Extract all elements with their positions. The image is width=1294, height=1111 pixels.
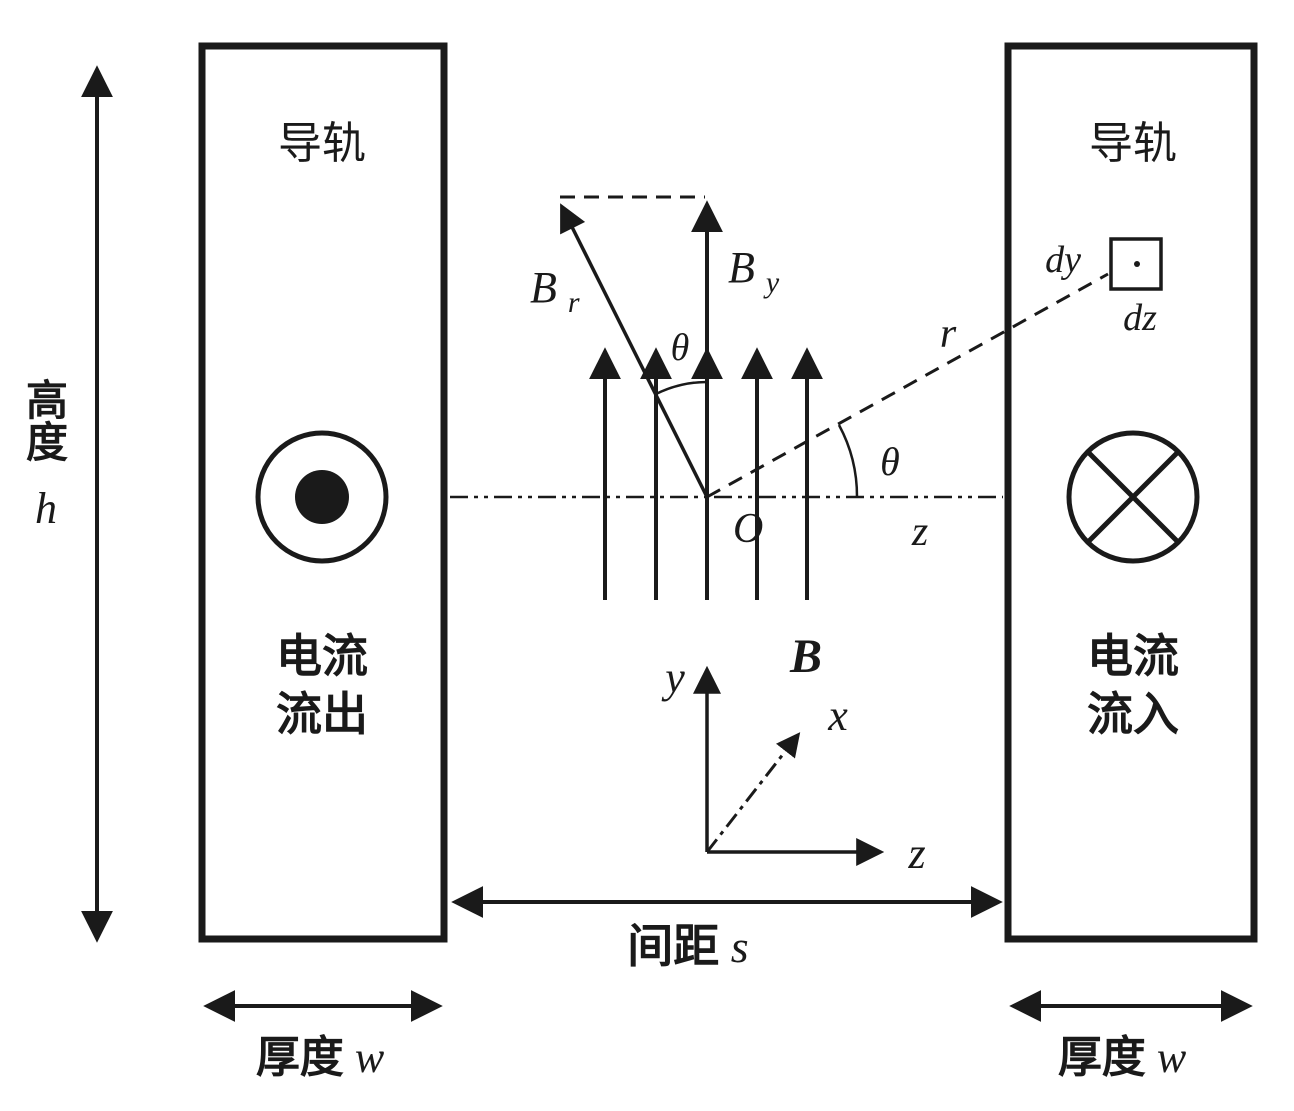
- current-in-cross-2: [1086, 450, 1180, 544]
- b-y-label-base: B: [728, 243, 755, 292]
- b-r-label: B r: [530, 263, 580, 319]
- current-out-dot: [295, 470, 349, 524]
- spacing-label: 间距 s: [627, 920, 748, 972]
- x-axis-label: x: [827, 691, 848, 740]
- coordinate-system: y x z: [661, 653, 925, 878]
- b-r-vector: [560, 203, 709, 498]
- current-element: dy dz: [1045, 237, 1163, 339]
- z-axis-label: z: [911, 509, 928, 555]
- thickness-dimension-left: 厚度 w: [203, 990, 443, 1082]
- thickness-label-right: 厚度 w: [1058, 1033, 1187, 1082]
- right-rail-label: 导轨: [1089, 119, 1177, 168]
- thickness-label-left: 厚度 w: [256, 1033, 385, 1082]
- current-in-icon: [1066, 430, 1200, 564]
- left-rail: 导轨 电流 流出: [198, 42, 448, 943]
- thickness-label-left-var: w: [355, 1033, 385, 1082]
- height-label-var: h: [35, 484, 57, 533]
- current-element-dot: [1134, 261, 1140, 267]
- theta-right-label: θ: [880, 439, 900, 484]
- theta-top-arc: [655, 380, 708, 396]
- spacing-label-cn: 间距: [627, 920, 719, 972]
- y-axis-label: y: [661, 653, 685, 702]
- current-out-icon: [255, 430, 389, 564]
- thickness-dimension-right: 厚度 w: [1009, 990, 1253, 1082]
- spacing-label-var: s: [731, 921, 749, 972]
- theta-right-arc: [837, 424, 859, 498]
- thickness-label-left-cn: 厚度: [256, 1033, 344, 1082]
- b-field-arrows: B: [589, 347, 823, 683]
- right-rail: 导轨 dy dz 电流 流入: [1004, 42, 1258, 943]
- thickness-label-right-cn: 厚度: [1058, 1033, 1146, 1082]
- current-out-circle: [255, 430, 389, 564]
- b-field-label: B: [789, 630, 822, 683]
- b-y-label: B y: [728, 243, 780, 299]
- theta-top-label: θ: [671, 327, 690, 369]
- dy-label: dy: [1045, 239, 1081, 281]
- thickness-label-right-var: w: [1157, 1033, 1187, 1082]
- height-label-cn: 高度: [21, 378, 68, 462]
- x-axis-arrow: [705, 732, 801, 853]
- vector-decomposition: θ B r B y: [530, 195, 780, 498]
- current-out-label-line1: 电流: [276, 630, 368, 682]
- current-in-label-line2: 流入: [1087, 688, 1179, 740]
- spacing-dimension: 间距 s: [451, 886, 1003, 972]
- left-rail-label: 导轨: [278, 119, 366, 168]
- b-r-label-sub: r: [568, 286, 580, 319]
- b-r-label-base: B: [530, 263, 557, 312]
- r-dashed-line: [706, 272, 1109, 499]
- dz-label: dz: [1123, 297, 1157, 339]
- z-axis-centerline: z O: [450, 495, 1003, 555]
- current-in-circle: [1066, 430, 1200, 564]
- z-axis-small-label: z: [907, 829, 925, 878]
- b-y-label-sub: y: [763, 266, 780, 299]
- r-line-group: r θ: [706, 272, 1109, 499]
- current-in-label-line1: 电流: [1087, 630, 1179, 682]
- height-dimension: 高度 h: [21, 65, 113, 943]
- r-label: r: [940, 311, 957, 357]
- current-out-label-line2: 流出: [276, 688, 368, 740]
